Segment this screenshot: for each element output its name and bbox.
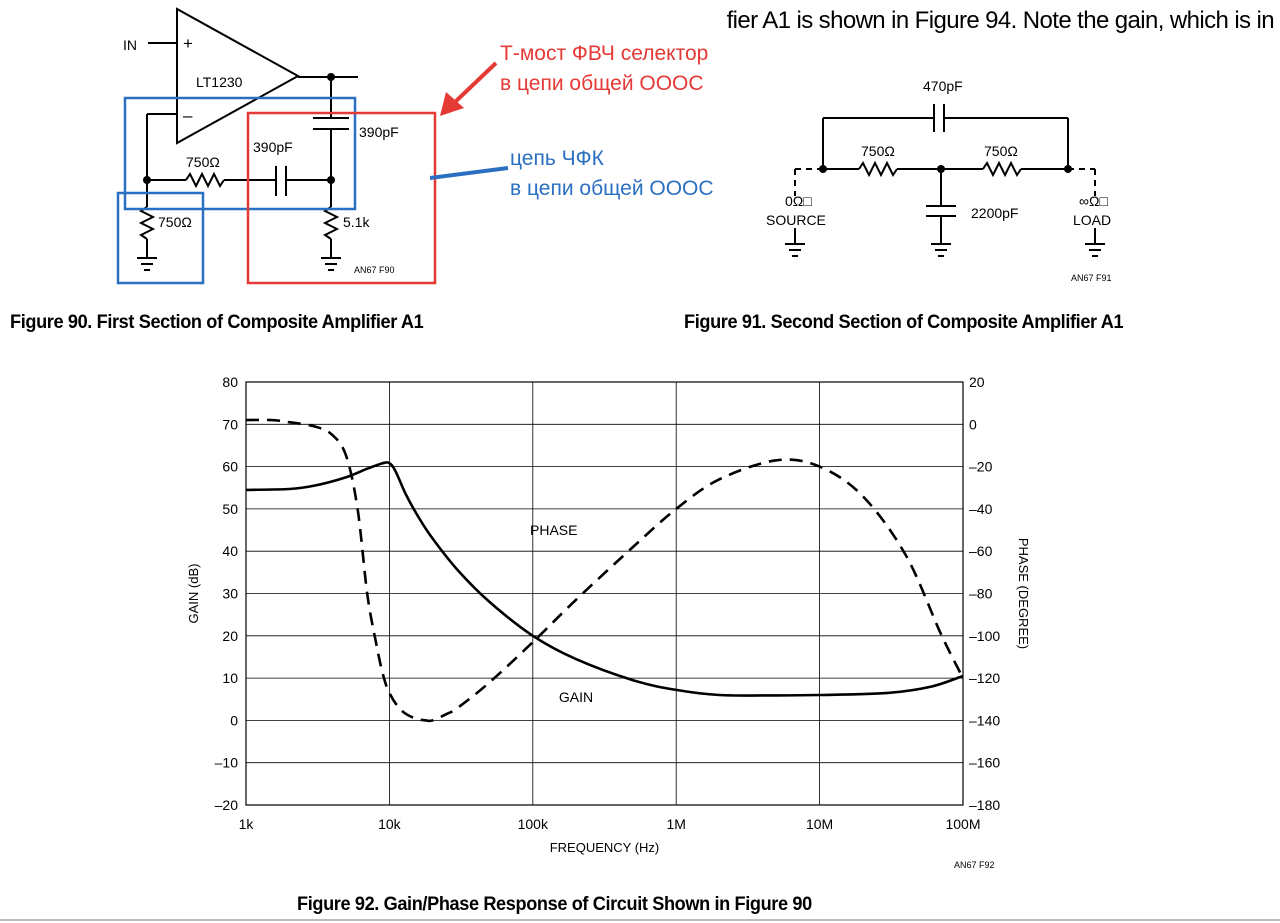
annotation-layer: Т-мост ФВЧ селектор в цепи общей ОООС це… <box>430 42 714 200</box>
cap-top-label: 390pF <box>359 124 399 140</box>
y-right-tick-label: –40 <box>969 501 993 517</box>
figure-90-caption: Figure 90. First Section of Composite Am… <box>10 311 424 333</box>
x-tick-label: 100M <box>945 816 980 832</box>
y-left-tick-label: 0 <box>230 712 238 728</box>
cap-470-label: 470pF <box>923 78 963 94</box>
load-value: ∞Ω□ <box>1079 193 1108 209</box>
y-left-tick-label: 20 <box>222 628 238 644</box>
chart-annotation-gain: GAIN <box>559 689 593 705</box>
figure-91-caption: Figure 91. Second Section of Composite A… <box>684 311 1124 333</box>
y-left-tick-label: –10 <box>215 755 239 771</box>
y-right-tick-label: –140 <box>969 712 1000 728</box>
figure-92-caption: Figure 92. Gain/Phase Response of Circui… <box>297 893 812 915</box>
figure-92-code: AN67 F92 <box>954 860 995 870</box>
page-bottom-rule <box>0 919 1280 921</box>
resistor-series-label: 750Ω <box>186 154 220 170</box>
y-left-tick-label: 60 <box>222 459 238 475</box>
chart-annotations: PHASE GAIN <box>530 522 593 705</box>
opamp-label: LT1230 <box>196 74 243 90</box>
x-tick-label: 10k <box>378 816 402 832</box>
y-axis-left-title: GAIN (dB) <box>186 564 201 624</box>
x-tick-label: 1k <box>239 816 255 832</box>
figure-91-code: AN67 F91 <box>1071 273 1112 283</box>
y-right-tick-label: 20 <box>969 374 985 390</box>
chart-grid <box>245 381 964 806</box>
y-left-tick-label: 10 <box>222 670 238 686</box>
y-right-tick-label: –120 <box>969 670 1000 686</box>
figure-90-schematic: IN + – LT1230 390pF 390pF 750Ω 750Ω 5.1k… <box>116 7 437 285</box>
x-axis-title: FREQUENCY (Hz) <box>550 840 660 855</box>
x-tick-label: 10M <box>806 816 833 832</box>
figure-90-code: AN67 F90 <box>354 265 395 275</box>
annotation-blue-line1: цепь ЧФК <box>510 147 605 170</box>
cap-series-label: 390pF <box>253 139 293 155</box>
y-left-tick-label: 80 <box>222 374 238 390</box>
resistor-left-label: 750Ω <box>861 143 895 159</box>
annotation-red-line1: Т-мост ФВЧ селектор <box>500 42 708 65</box>
annotation-red-line2: в цепи общей ОООС <box>500 72 704 95</box>
x-tick-label: 100k <box>518 816 549 832</box>
figure-91-schematic: 470pF 750Ω 750Ω 2200pF 0Ω□ SOURCE ∞Ω□ LO… <box>766 78 1112 283</box>
chart-series <box>245 418 965 723</box>
y-right-tick-label: 0 <box>969 416 977 432</box>
red-highlight-box <box>246 111 437 285</box>
y-left-tick-label: –20 <box>215 797 239 813</box>
source-value: 0Ω□ <box>785 193 812 209</box>
chart-annotation-phase: PHASE <box>530 522 577 538</box>
series-line-gain <box>245 461 964 697</box>
cap-2200-label: 2200pF <box>971 205 1018 221</box>
x-tick-label: 1M <box>666 816 685 832</box>
load-label: LOAD <box>1073 212 1111 228</box>
y-axis-right-title: PHASE (DEGREE) <box>1016 538 1031 649</box>
series-line-phase <box>245 418 965 723</box>
y-left-tick-label: 40 <box>222 543 238 559</box>
minus-sign: – <box>183 106 193 125</box>
source-label: SOURCE <box>766 212 826 228</box>
y-right-tick-label: –80 <box>969 586 993 602</box>
resistor-right-label: 750Ω <box>984 143 1018 159</box>
opamp-symbol <box>176 7 301 145</box>
plus-sign: + <box>183 34 193 53</box>
y-right-tick-label: –160 <box>969 755 1000 771</box>
y-right-tick-label: –180 <box>969 797 1000 813</box>
y-right-tick-label: –60 <box>969 543 993 559</box>
resistor-5k1-label: 5.1k <box>343 214 370 230</box>
annotation-blue-line2: в цепи общей ОООС <box>510 177 714 200</box>
y-right-tick-label: –100 <box>969 628 1000 644</box>
y-right-tick-label: –20 <box>969 459 993 475</box>
y-left-tick-label: 50 <box>222 501 238 517</box>
blue-highlight-box <box>123 96 357 211</box>
in-label: IN <box>123 37 137 53</box>
body-text-line: fier A1 is shown in Figure 94. Note the … <box>726 7 1274 34</box>
resistor-ground-label: 750Ω <box>158 214 192 230</box>
y-left-tick-label: 70 <box>222 416 238 432</box>
y-left-tick-label: 30 <box>222 586 238 602</box>
blue-highlight-box-ground <box>116 191 205 285</box>
